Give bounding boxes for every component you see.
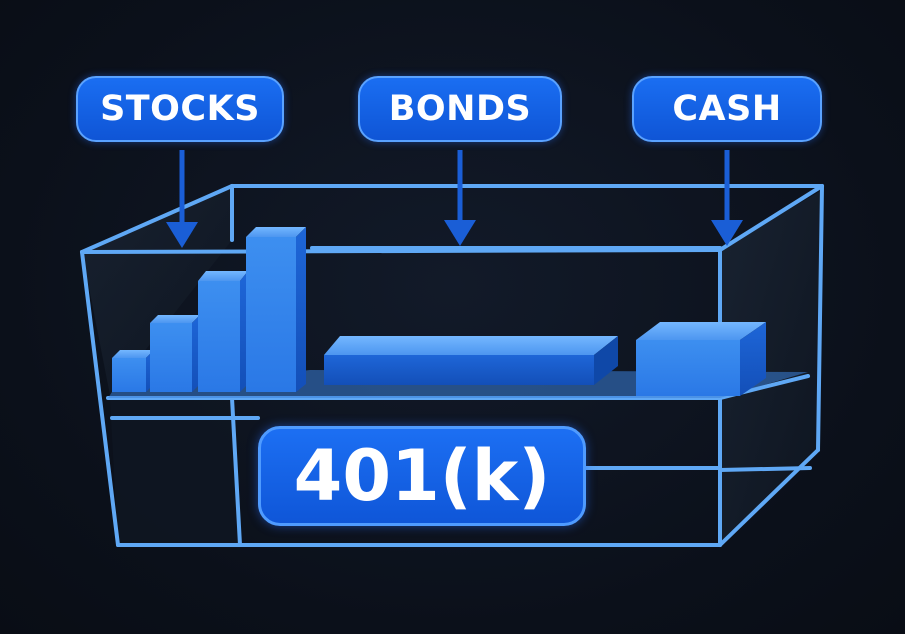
left-panel: [82, 186, 232, 395]
stock-bar-1: [112, 350, 154, 392]
left-lower-panel: [110, 400, 240, 548]
cash-block: [636, 322, 766, 396]
stock-bar-4: [246, 227, 306, 392]
arrow-down-icon: [166, 150, 198, 248]
stocks-bars: [112, 227, 306, 392]
stock-bar-2: [150, 315, 200, 392]
bonds-bar: [324, 336, 618, 385]
bonds-label: BONDS: [358, 76, 562, 142]
stock-bar-3: [198, 271, 248, 392]
stocks-label: STOCKS: [76, 76, 284, 142]
cash-label: CASH: [632, 76, 822, 142]
right-panel: [720, 190, 822, 545]
account-label: 401(k): [258, 426, 586, 526]
arrow-down-icon: [444, 150, 476, 246]
arrow-down-icon: [711, 150, 743, 246]
